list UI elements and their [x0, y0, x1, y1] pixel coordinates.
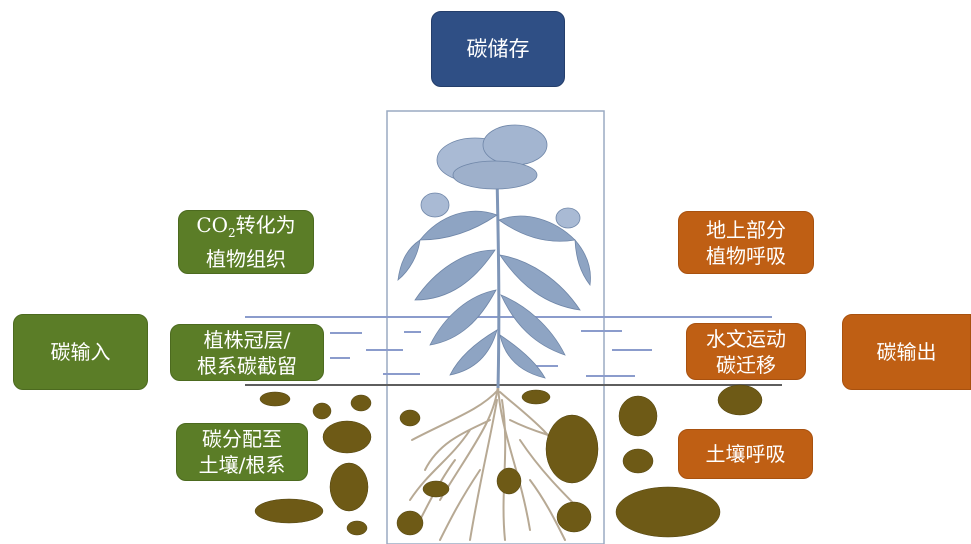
carbon-output-label: 碳输出 — [876, 339, 937, 364]
co2-conversion-line1: CO2转化为 — [196, 213, 296, 240]
carbon-output-box: 碳输出 — [842, 314, 971, 390]
co2-conversion-box: CO2转化为 植物组织 — [178, 210, 314, 274]
hydrologic-transport-line1: 水文运动 — [706, 326, 786, 351]
carbon-input-box: 碳输入 — [13, 314, 148, 390]
hydrologic-transport-line2: 碳迁移 — [716, 352, 776, 377]
carbon-storage-box: 碳储存 — [431, 11, 565, 87]
soil-respiration-box: 土壤呼吸 — [678, 429, 813, 479]
co2-conversion-line2: 植物组织 — [206, 247, 286, 271]
canopy-interception-line1: 植株冠层/ — [203, 327, 291, 352]
soil-particles — [254, 384, 763, 538]
soil-respiration-label: 土壤呼吸 — [705, 441, 786, 466]
carbon-input-label: 碳输入 — [50, 339, 111, 364]
canopy-interception-line2: 根系碳截留 — [197, 353, 297, 378]
canopy-interception-box: 植株冠层/ 根系碳截留 — [170, 324, 324, 381]
plant-illustration — [397, 124, 591, 389]
aboveground-respiration-line1: 地上部分 — [706, 217, 786, 242]
plant-frame — [386, 110, 605, 544]
aboveground-respiration-line2: 植物呼吸 — [706, 243, 786, 268]
carbon-allocation-line2: 土壤/根系 — [198, 453, 286, 477]
carbon-allocation-box: 碳分配至 土壤/根系 — [176, 423, 308, 481]
water-lines — [245, 316, 772, 377]
aboveground-respiration-box: 地上部分 植物呼吸 — [678, 211, 814, 274]
hydrologic-transport-box: 水文运动 碳迁移 — [686, 323, 806, 380]
carbon-allocation-line1: 碳分配至 — [202, 427, 282, 451]
carbon-storage-label: 碳储存 — [466, 36, 530, 61]
